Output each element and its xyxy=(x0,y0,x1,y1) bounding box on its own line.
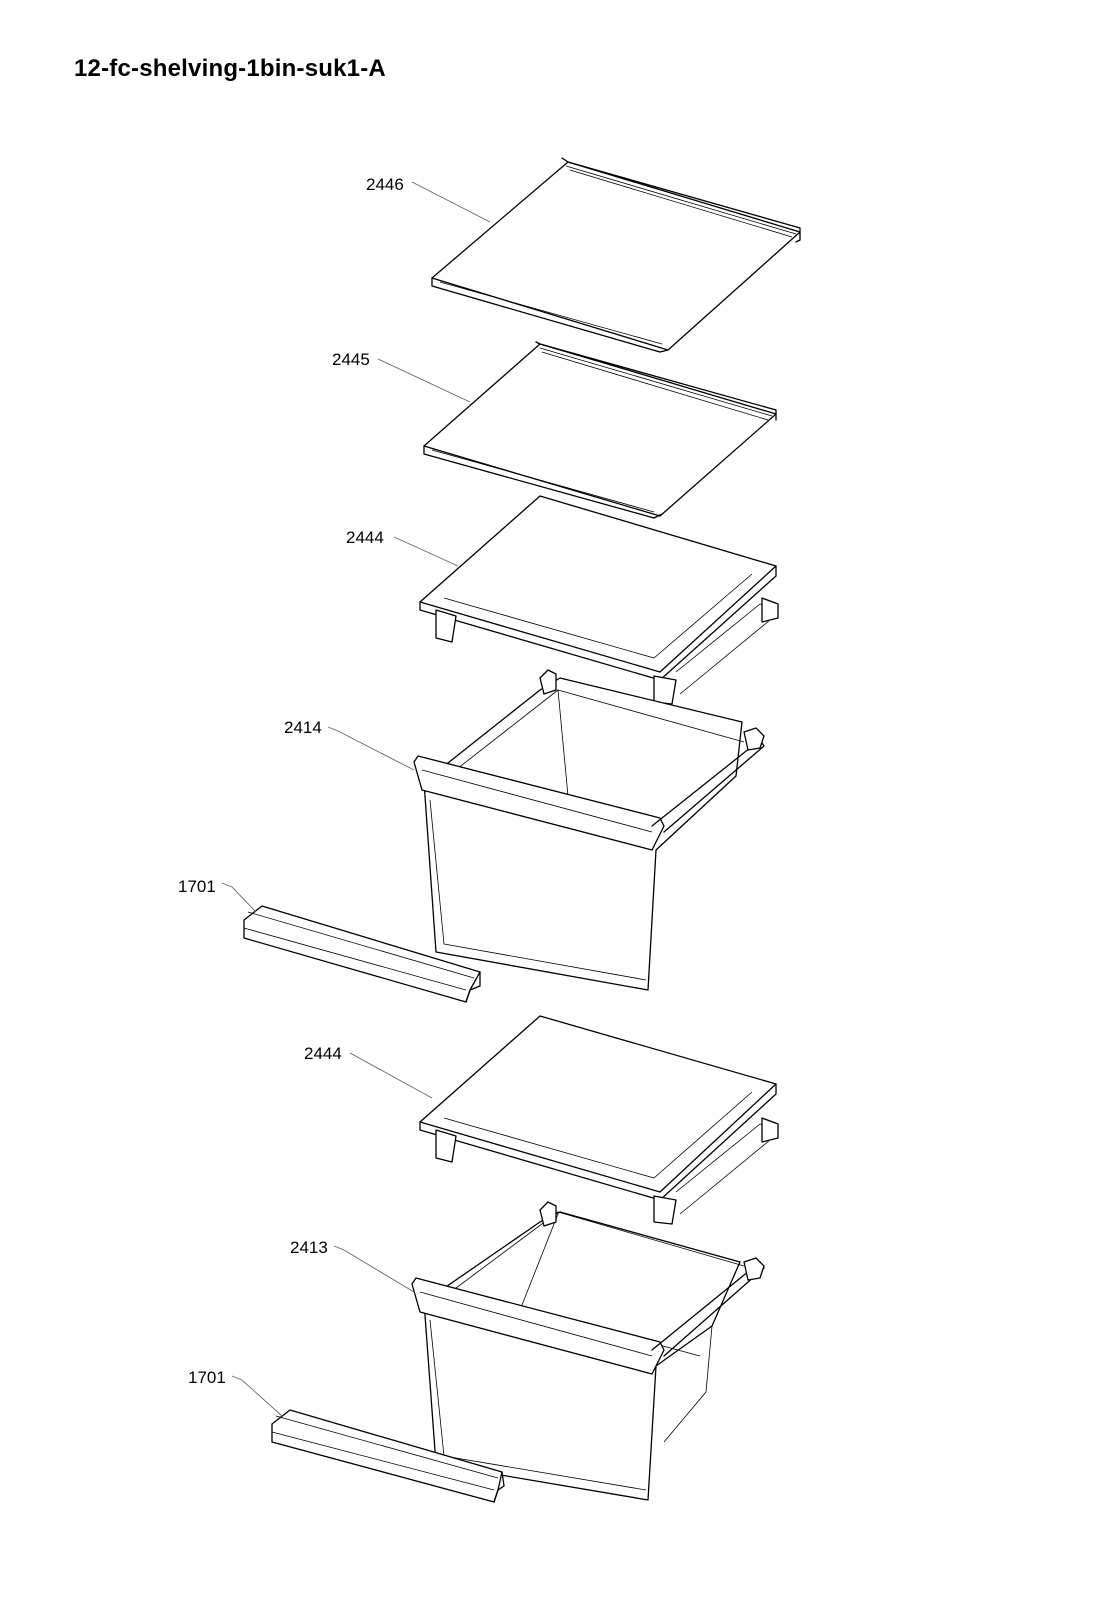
handle-trim-1701-lower xyxy=(271,1409,505,1503)
leader-line-2413 xyxy=(333,1245,415,1293)
leader-line-2445 xyxy=(377,358,471,403)
callout-label-2445: 2445 xyxy=(332,350,370,369)
leader-line-2446 xyxy=(411,181,491,223)
leader-line-1701-lower xyxy=(231,1375,283,1417)
callout-label-2414: 2414 xyxy=(284,718,322,737)
leader-line-2444-upper xyxy=(393,536,459,567)
leader-line-2414 xyxy=(327,726,415,771)
callout-label-1701-upper: 1701 xyxy=(178,877,216,896)
leader-line-1701-upper xyxy=(221,882,257,913)
callout-label-2444-upper: 2444 xyxy=(346,528,384,547)
crisper-cover-2444-upper xyxy=(419,495,779,705)
crisper-cover-2444-lower xyxy=(419,1015,779,1225)
callout-label-1701-lower: 1701 xyxy=(188,1368,226,1387)
crisper-drawer-2413 xyxy=(411,1201,765,1501)
callout-label-2444-lower: 2444 xyxy=(304,1044,342,1063)
glass-shelf-2446 xyxy=(431,157,801,353)
callout-label-2413: 2413 xyxy=(290,1238,328,1257)
crisper-drawer-2414 xyxy=(413,669,765,991)
handle-trim-1701-upper xyxy=(243,905,481,1003)
callout-label-2446: 2446 xyxy=(366,175,404,194)
leader-line-2444-lower xyxy=(349,1052,433,1099)
glass-shelf-2445 xyxy=(423,341,777,519)
page-title: 12-fc-shelving-1bin-suk1-A xyxy=(74,55,386,82)
